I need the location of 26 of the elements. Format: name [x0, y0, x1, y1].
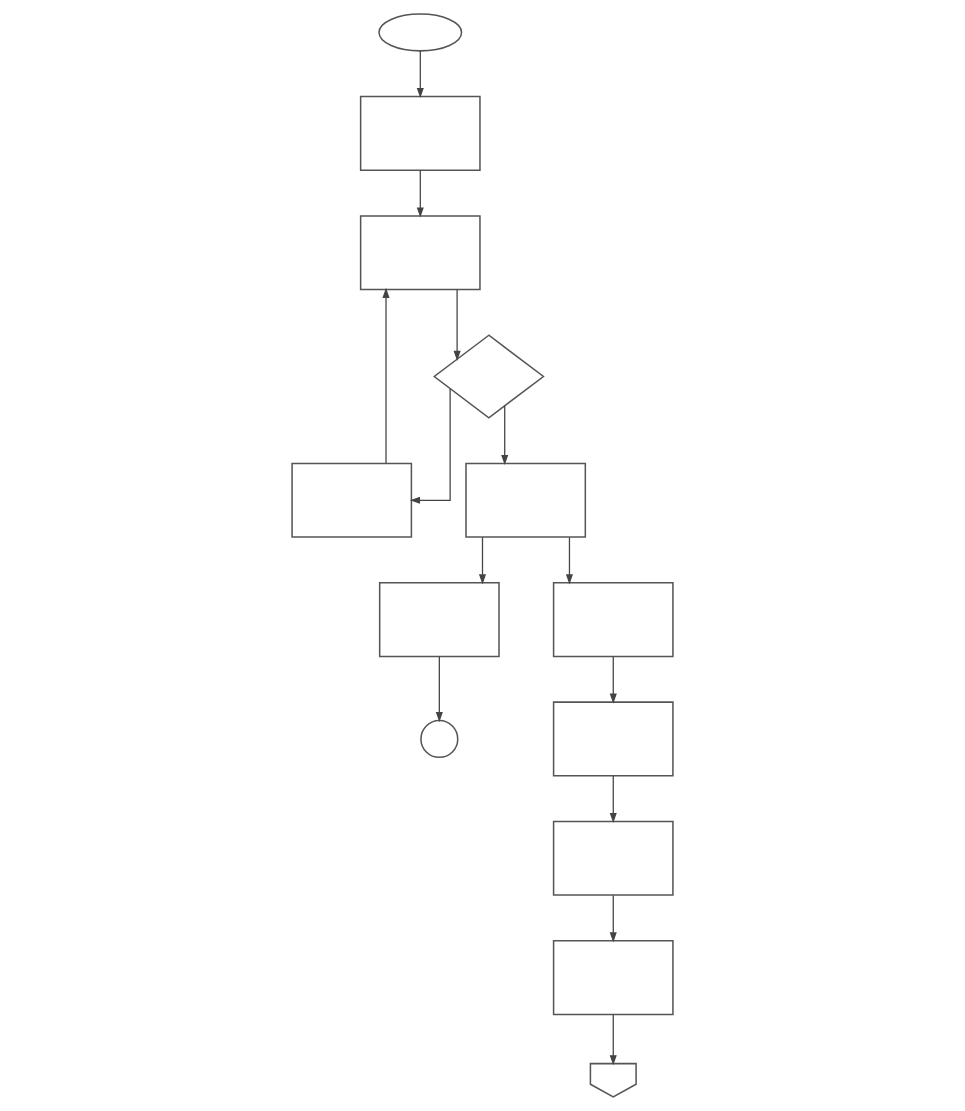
node-pentagon	[589, 1062, 637, 1098]
node-box	[552, 940, 674, 1016]
node-diamond	[433, 334, 545, 419]
arrow	[409, 388, 451, 504]
node-box	[359, 215, 481, 291]
node-box	[291, 462, 413, 538]
arrow	[609, 656, 617, 704]
arrow	[435, 656, 443, 723]
node-box	[552, 820, 674, 896]
arrow	[609, 894, 617, 943]
arrow	[501, 405, 509, 466]
arrow	[609, 1013, 617, 1066]
arrow	[478, 536, 487, 585]
node-box	[465, 462, 587, 538]
node-oval	[378, 13, 463, 52]
arrow	[609, 775, 617, 824]
arrow	[416, 50, 424, 99]
node-box	[378, 582, 500, 658]
arrow	[416, 169, 424, 218]
arrow	[382, 287, 390, 464]
node-box	[359, 95, 481, 171]
node-circle	[420, 719, 459, 759]
arrow	[565, 536, 574, 585]
arrow	[453, 289, 461, 361]
node-box	[552, 582, 674, 658]
node-box	[552, 701, 674, 777]
